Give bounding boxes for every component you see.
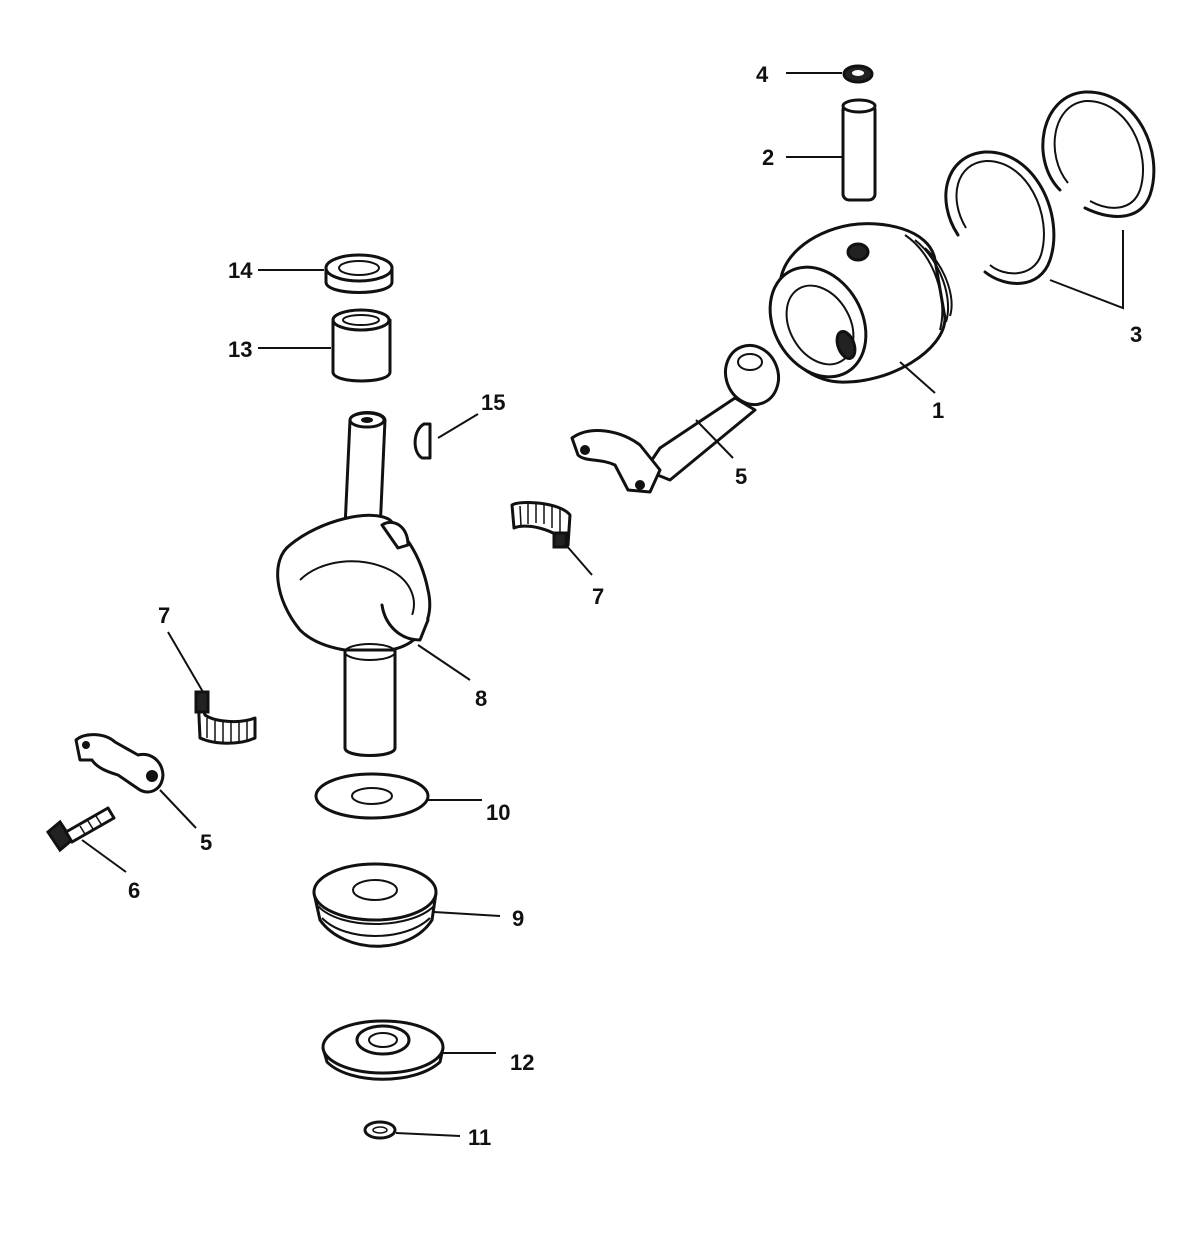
part-5-rod-cap — [74, 733, 165, 794]
part-9-bearing — [312, 862, 438, 948]
callout-3: 3 — [1130, 322, 1142, 347]
callout-7-left: 7 — [158, 603, 170, 628]
callout-1: 1 — [932, 398, 944, 423]
part-8-crankshaft — [276, 411, 432, 757]
part-4-clip — [842, 64, 874, 84]
part-15-woodruff-key — [413, 422, 432, 460]
callout-11: 11 — [468, 1125, 491, 1150]
leader-11 — [395, 1132, 461, 1137]
callout-14: 14 — [228, 258, 253, 283]
callout-5-lower: 5 — [200, 830, 212, 855]
part-6-screw — [46, 806, 116, 853]
callout-4: 4 — [756, 62, 769, 87]
part-12-seal-housing — [321, 1019, 445, 1081]
leader-7a — [565, 544, 593, 576]
callout-9: 9 — [512, 906, 524, 931]
part-7-needle-bearing-right — [510, 500, 572, 549]
callout-6: 6 — [128, 878, 140, 903]
leader-1 — [899, 361, 936, 394]
callout-5-upper: 5 — [735, 464, 747, 489]
callout-15: 15 — [481, 390, 505, 415]
leader-8 — [417, 644, 471, 681]
callout-12: 12 — [510, 1050, 534, 1075]
part-3-piston-rings — [944, 90, 1156, 285]
leader-9 — [433, 911, 501, 917]
callout-10: 10 — [486, 800, 510, 825]
leader-7b — [167, 631, 204, 693]
part-13-bushing — [331, 308, 392, 383]
leader-15 — [437, 413, 479, 439]
part-7-needle-bearing-left — [194, 690, 257, 745]
part-5-connecting-rod — [570, 343, 780, 494]
callout-8: 8 — [475, 686, 487, 711]
part-10-washer — [314, 772, 430, 820]
leader-5a — [695, 419, 734, 459]
leader-5b — [159, 789, 197, 829]
leader-3 — [1049, 230, 1124, 310]
part-11-o-ring — [363, 1120, 397, 1140]
part-2-wrist-pin — [841, 98, 877, 202]
callout-13: 13 — [228, 337, 252, 362]
callout-2: 2 — [762, 145, 774, 170]
part-1-piston — [768, 222, 953, 384]
callout-7-right: 7 — [592, 584, 604, 609]
part-14-seal — [324, 253, 394, 294]
leader-6 — [81, 839, 127, 873]
